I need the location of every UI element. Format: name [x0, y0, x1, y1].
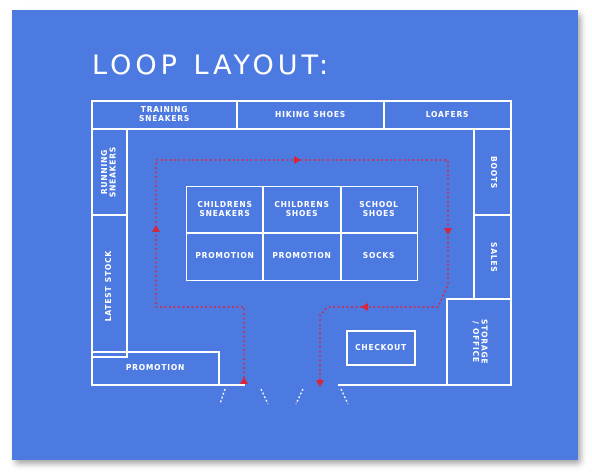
zone-label: SCHOOL SHOES: [359, 200, 399, 218]
zone-label: BOOTS: [488, 155, 498, 189]
zone-label: LOAFERS: [425, 109, 470, 119]
arrow-right-down: [444, 228, 452, 235]
path-overlay: [152, 156, 452, 405]
zone-latest-stock: LATEST STOCK: [91, 214, 128, 358]
zone-school-shoes: SCHOOL SHOES: [340, 186, 418, 234]
zone-label: STORAGE / OFFICE: [471, 319, 489, 365]
zone-label: PROMOTION: [195, 251, 255, 261]
zone-socks: SOCKS: [340, 232, 418, 281]
zone-label: SOCKS: [362, 251, 396, 261]
customer-path: [155, 159, 449, 382]
zone-childrens-sneakers: CHILDRENS SNEAKERS: [186, 186, 264, 234]
entrance-door-marks: [219, 388, 349, 405]
page-title: LOOP LAYOUT:: [92, 50, 333, 81]
zone-label: PROMOTION: [125, 363, 186, 373]
arrow-exit-down: [316, 380, 324, 387]
arrow-top-right: [294, 156, 301, 164]
zone-promotion-front: PROMOTION: [91, 351, 220, 386]
zone-label: CHECKOUT: [355, 342, 407, 352]
arrow-entry-up: [240, 377, 248, 384]
zone-label: CHILDRENS SNEAKERS: [197, 200, 253, 218]
zone-promotion-center-2: PROMOTION: [262, 232, 342, 281]
zone-checkout: CHECKOUT: [346, 330, 416, 366]
zone-label: SALES: [488, 241, 498, 273]
path-arrows: [152, 156, 452, 387]
zone-loafers: LOAFERS: [383, 100, 512, 130]
zone-label: TRAINING SNEAKERS: [138, 105, 191, 123]
zone-label: HIKING SHOES: [275, 109, 346, 119]
zone-label: PROMOTION: [272, 251, 332, 261]
floor-plan-card: LOOP LAYOUT: TRAINING SNEAKERS HIKING SH…: [12, 10, 578, 460]
zone-promotion-center-1: PROMOTION: [186, 232, 264, 281]
zone-storage-office: STORAGE / OFFICE: [446, 298, 512, 386]
arrow-bottom-left: [361, 303, 368, 311]
zone-childrens-shoes: CHILDRENS SHOES: [262, 186, 342, 234]
zone-label: CHILDRENS SHOES: [274, 200, 330, 218]
arrow-left-up: [152, 225, 160, 232]
